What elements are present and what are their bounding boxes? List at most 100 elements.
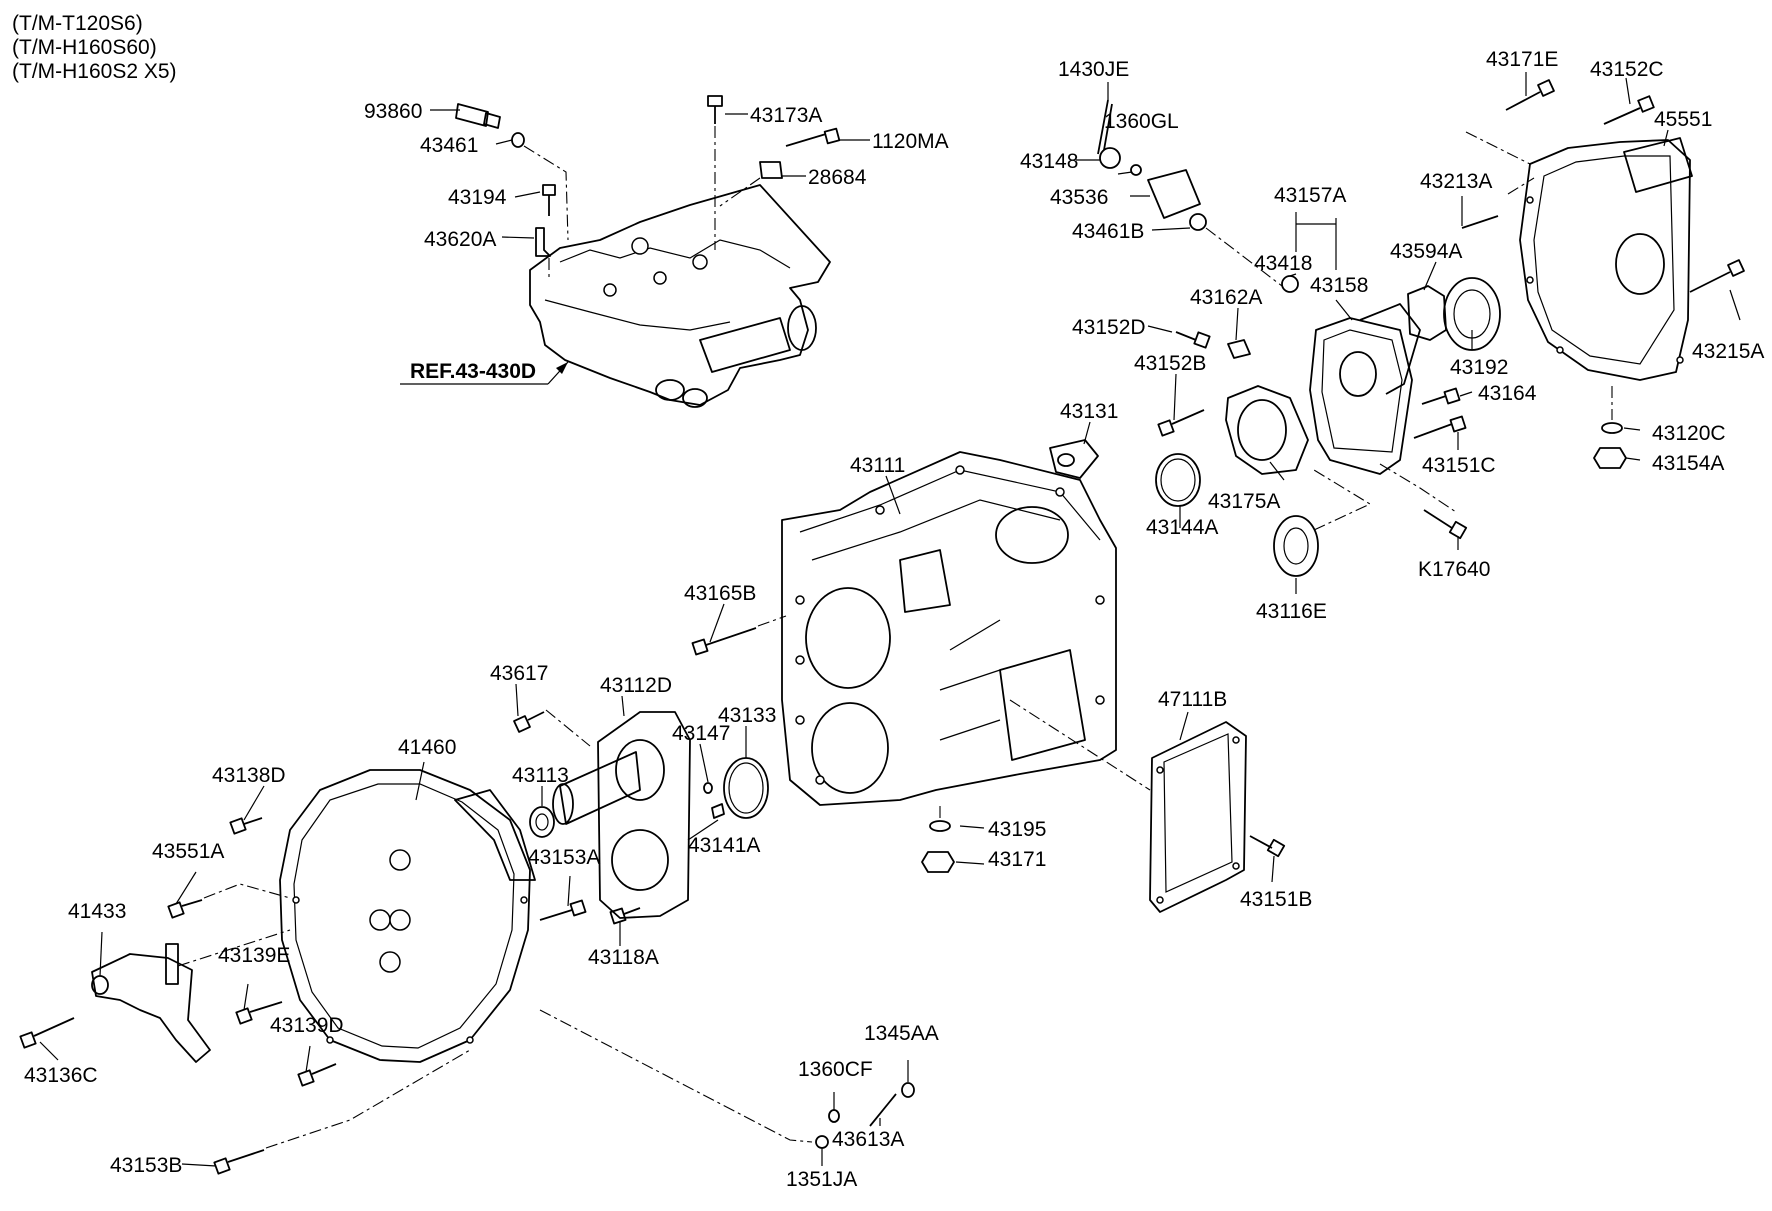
- label-43154A: 43154A: [1652, 452, 1724, 475]
- label-43152B: 43152B: [1134, 352, 1206, 375]
- label-43461B: 43461B: [1072, 220, 1144, 243]
- extension-housing-43158: [1281, 275, 1421, 475]
- label-43173A: 43173A: [750, 104, 822, 127]
- label-43151B: 43151B: [1240, 888, 1312, 911]
- bolt-43139D: [297, 1063, 337, 1087]
- label-43113: 43113: [512, 764, 569, 787]
- label-43620A: 43620A: [424, 228, 496, 251]
- label-1351JA: 1351JA: [786, 1168, 857, 1191]
- breather-43131: [1049, 439, 1099, 479]
- label-43153A: 43153A: [528, 846, 600, 869]
- bolts-43171E-43152C: [1505, 79, 1655, 125]
- bolt-1120MA: [785, 127, 841, 147]
- label-43152D: 43152D: [1072, 316, 1146, 339]
- label-43171: 43171: [988, 848, 1046, 871]
- label-43116E: 43116E: [1256, 600, 1327, 623]
- bolt-43153B: [213, 1049, 471, 1175]
- model-line-3: (T/M-H160S2 X5): [12, 60, 177, 83]
- label-43153B: 43153B: [110, 1154, 182, 1177]
- label-43617: 43617: [490, 662, 548, 685]
- pin-43147: [703, 782, 725, 819]
- label-1360CF: 1360CF: [798, 1058, 873, 1081]
- o-ring-43133: [723, 757, 769, 819]
- label-43162A: 43162A: [1190, 286, 1262, 309]
- seal-43594A-43192: [1407, 277, 1501, 351]
- label-43133: 43133: [718, 704, 776, 727]
- label-43136C: 43136C: [24, 1064, 98, 1087]
- bolt-43551A: [167, 883, 291, 919]
- ref-callout: REF.43-430D: [400, 360, 569, 385]
- label-1345AA: 1345AA: [864, 1022, 939, 1045]
- drain-plug-43154A: [1593, 386, 1627, 469]
- model-header: (T/M-T120S6) (T/M-H160S60) (T/M-H160S2 X…: [12, 12, 177, 83]
- label-28684: 28684: [808, 166, 867, 189]
- cover-47111B: [1009, 699, 1247, 913]
- release-fork-41433: [91, 929, 291, 1063]
- bearing-retainer-43112D: [552, 711, 691, 919]
- bolt-43118A: [609, 907, 641, 925]
- bearing-43116E: [1273, 469, 1372, 577]
- label-43118A: 43118A: [588, 946, 659, 969]
- bolt-43138D: [229, 817, 263, 835]
- bolt-43194: [535, 184, 556, 280]
- label-43141A: 43141A: [688, 834, 760, 857]
- bolt-43151B: [1249, 835, 1286, 858]
- rear-housing-45551: [1465, 131, 1693, 381]
- clutch-housing-41460: [279, 769, 536, 1063]
- bolt-43165B: [691, 615, 787, 656]
- label-43171E: 43171E: [1486, 48, 1558, 71]
- speed-sensor-43536: [1097, 99, 1283, 287]
- part-labels: 93860 43461 43194 43620A 43173A 1120MA 2…: [24, 48, 1764, 1191]
- label-43152C: 43152C: [1590, 58, 1664, 81]
- label-43139D: 43139D: [270, 1014, 344, 1037]
- label-43165B: 43165B: [684, 582, 756, 605]
- studs-1360CF-1345AA-43613A-1351JA: [539, 1009, 915, 1149]
- bracket-28684: [719, 161, 783, 207]
- label-1120MA: 1120MA: [872, 130, 949, 153]
- label-43151C: 43151C: [1422, 454, 1496, 477]
- bolt-43152B: [1157, 409, 1205, 437]
- bolt-43139E: [235, 1001, 283, 1025]
- label-43147: 43147: [672, 722, 730, 745]
- main-case-43111: [781, 451, 1117, 806]
- drain-plug-43171: [921, 806, 955, 873]
- bolt-43215A: [1689, 259, 1745, 293]
- model-line-2: (T/M-H160S60): [12, 36, 157, 59]
- label-43613A: 43613A: [832, 1128, 904, 1151]
- label-43536: 43536: [1050, 186, 1108, 209]
- retainer-43175A: [1155, 385, 1309, 507]
- label-43594A: 43594A: [1390, 240, 1462, 263]
- label-43131: 43131: [1060, 400, 1118, 423]
- label-43164: 43164: [1478, 382, 1537, 405]
- label-K17640: K17640: [1418, 558, 1490, 581]
- label-45551: 45551: [1654, 108, 1712, 131]
- label-43148: 43148: [1020, 150, 1078, 173]
- pin-43213A: [1461, 215, 1499, 229]
- label-1360GL: 1360GL: [1104, 110, 1179, 133]
- label-41460: 41460: [398, 736, 456, 759]
- sensor-93860: [455, 103, 569, 241]
- label-43175A: 43175A: [1208, 490, 1280, 513]
- label-43195: 43195: [988, 818, 1046, 841]
- label-43192: 43192: [1450, 356, 1508, 379]
- seal-43113: [529, 806, 555, 838]
- bolt-43136C: [19, 1017, 75, 1049]
- label-43158: 43158: [1310, 274, 1368, 297]
- leader-lines: [39, 72, 1741, 1167]
- label-43215A: 43215A: [1692, 340, 1764, 363]
- label-43194: 43194: [448, 186, 507, 209]
- label-43111: 43111: [850, 454, 905, 477]
- bolt-43153A: [539, 899, 587, 921]
- label-43418: 43418: [1254, 252, 1312, 275]
- label-43551A: 43551A: [152, 840, 224, 863]
- label-43461: 43461: [420, 134, 478, 157]
- bolt-43173A: [707, 95, 723, 250]
- label-43138D: 43138D: [212, 764, 286, 787]
- label-93860: 93860: [364, 100, 422, 123]
- label-43139E: 43139E: [218, 944, 290, 967]
- reference-label: REF.43-430D: [410, 360, 536, 383]
- bolt-43617: [513, 709, 591, 747]
- model-line-1: (T/M-T120S6): [12, 12, 143, 35]
- valve-body-assembly: [529, 184, 831, 408]
